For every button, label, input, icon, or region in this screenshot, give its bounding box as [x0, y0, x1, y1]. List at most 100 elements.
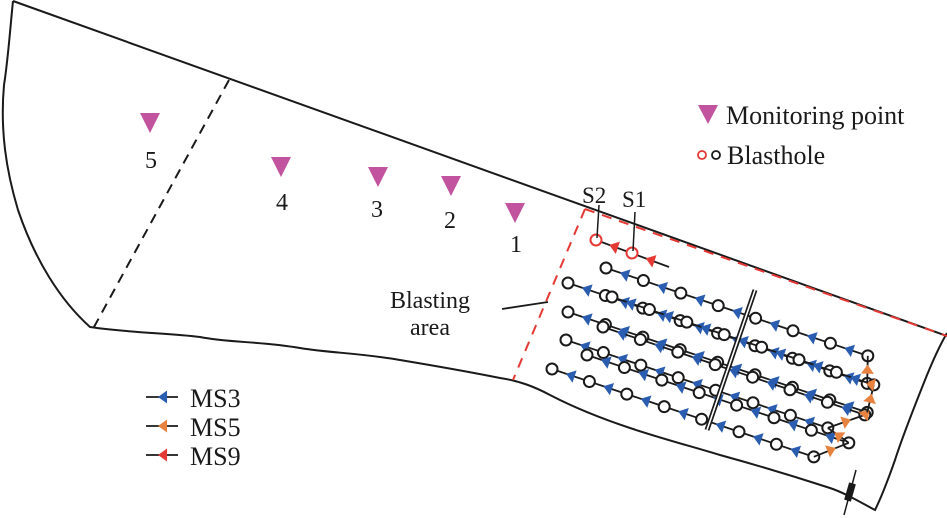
monitoring-point: 3: [368, 167, 388, 223]
ms9-start-row: [589, 233, 670, 268]
ms3-delay-arrow: [691, 353, 703, 366]
ms5-delay-arrow: [858, 410, 870, 422]
monitoring-point: 1: [505, 203, 525, 258]
monitoring-point-icon: [368, 167, 388, 187]
blasthole: [655, 373, 669, 387]
blasthole-row: [605, 290, 881, 392]
ms9-delay-arrow: [609, 241, 620, 254]
ms3-delay-arrow: [694, 294, 706, 307]
blasthole: [692, 386, 706, 400]
blasthole: [717, 328, 731, 342]
ms3-delay-arrow: [750, 406, 762, 419]
ms3-delay-arrow: [582, 313, 593, 326]
ms3-delay-arrow: [807, 332, 818, 345]
blasthole: [596, 346, 610, 360]
ms3-delay-arrow: [626, 298, 637, 311]
delay-arrow-icon: [158, 448, 168, 462]
blasthole: [783, 408, 797, 422]
blasthole: [732, 425, 746, 439]
blasthole: [636, 274, 650, 288]
ms3-delay-arrow: [813, 361, 824, 374]
blasthole: [561, 305, 575, 319]
monitoring-point-legend-icon: [698, 105, 718, 124]
blasthole-legend-icon: [711, 150, 721, 160]
blasthole: [755, 340, 769, 354]
ms3-delay-arrow: [804, 391, 815, 404]
ms3-delay-arrow: [654, 340, 666, 354]
legend-blasthole: Blasthole: [727, 141, 825, 170]
blasthole: [596, 320, 610, 334]
ms3-delay-arrow: [580, 341, 591, 354]
blasthole-row: [559, 333, 835, 435]
blasthole: [792, 353, 806, 367]
symbol-legend: Monitoring point Blasthole: [697, 101, 905, 170]
blasthole-row: [545, 362, 821, 464]
blasthole: [711, 299, 725, 313]
ms3-delay-arrow: [638, 368, 650, 382]
ms3-delay-arrow: [738, 336, 749, 349]
blasthole: [749, 311, 763, 325]
ms5-delay-arrow: [825, 445, 836, 458]
monitoring-point-label: 5: [145, 148, 157, 174]
blasthole: [708, 358, 722, 372]
ms5-delay-arrow: [860, 364, 874, 374]
ms3-delay-arrow: [675, 381, 687, 394]
monitoring-point-icon: [441, 176, 461, 196]
ms3-delay-arrow: [654, 366, 666, 379]
blasthole: [730, 398, 744, 412]
blasthole: [671, 345, 685, 359]
ms5-delay-arrow: [863, 393, 876, 405]
ms3-delay-arrow: [657, 281, 669, 295]
ms3-delay-arrow: [617, 353, 629, 367]
ms3-delay-arrow: [790, 445, 802, 459]
blasting-area-boundary: [512, 208, 947, 381]
ms3-delay-arrow: [804, 416, 816, 430]
ms3-delay-arrow: [700, 323, 712, 336]
blasthole-row: [580, 348, 856, 450]
label-s2: S2: [582, 183, 606, 208]
ms3-delay-arrow: [753, 433, 764, 446]
blasthole: [767, 411, 781, 425]
ms3-delay-arrow: [841, 403, 853, 417]
blasthole: [671, 371, 685, 385]
ms3-delay-arrow: [663, 310, 675, 324]
detonator-icon: [843, 469, 857, 516]
monitoring-point: 4: [271, 157, 291, 216]
ms5-connector: [813, 355, 876, 458]
blasthole: [642, 303, 656, 317]
delay-legend-label: MS9: [190, 442, 241, 471]
ms3-delay-arrow: [566, 370, 577, 383]
monitoring-point-label: 2: [444, 208, 456, 234]
blasthole: [582, 375, 596, 389]
blasting-area-line2: area: [410, 315, 450, 341]
blasthole: [820, 395, 834, 409]
monitoring-point: 5: [140, 113, 160, 174]
blasthole: [746, 396, 760, 410]
blasthole: [783, 383, 797, 397]
start-hole-s2: [589, 233, 603, 247]
ms5-delay-arrow: [834, 432, 846, 443]
delay-legend-item: MS3: [146, 384, 241, 413]
blasthole: [617, 361, 631, 375]
ms5-delay-arrow: [840, 416, 851, 429]
ms5-delay-arrow: [865, 378, 876, 392]
presplit-double-line: [704, 289, 758, 431]
label-s1: S1: [622, 187, 646, 212]
monitoring-point-label: 4: [276, 190, 288, 216]
ms3-delay-arrow: [788, 419, 799, 432]
blasthole: [561, 276, 575, 290]
blasting-area-line1: Blasting: [390, 288, 470, 314]
blasthole: [674, 286, 688, 300]
blasthole-row: [596, 320, 872, 422]
start-hole-labels: S2 S1: [582, 183, 646, 252]
monitoring-point: 2: [441, 176, 461, 234]
ms3-delay-arrow: [850, 373, 862, 387]
delay-arrow-icon: [158, 390, 168, 404]
blasthole: [695, 412, 709, 426]
ms3-delay-arrow: [715, 420, 727, 433]
ms3-delay-arrow: [601, 356, 612, 369]
blasting-area-label: Blasting area: [390, 288, 549, 341]
delay-legend-label: MS3: [190, 384, 241, 413]
delay-legend-item: MS5: [146, 413, 241, 442]
